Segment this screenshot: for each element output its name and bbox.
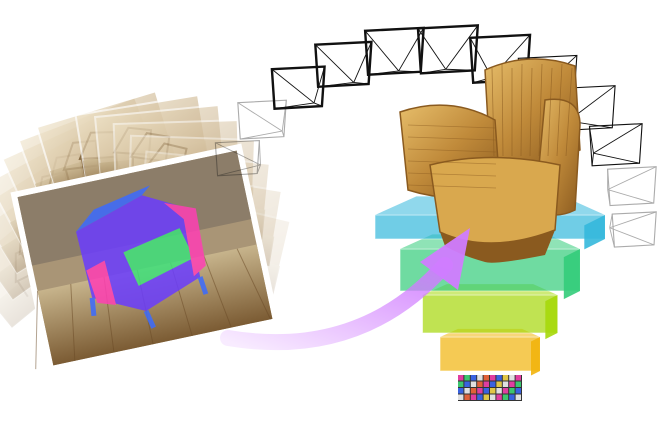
pyramid-layer-base (458, 375, 522, 401)
camera-frustum (588, 123, 643, 167)
reconstructed-chair (399, 58, 581, 263)
camera-frustum (214, 139, 261, 177)
input-photo-stack (0, 89, 292, 373)
camera-frustum (363, 26, 425, 76)
camera-frustum (607, 166, 657, 207)
pyramid-layer-third (422, 284, 558, 340)
segmentation-overlay (76, 185, 209, 329)
camera-frustum (416, 24, 480, 75)
camera-frustum (237, 99, 287, 140)
lift-arrow (220, 228, 470, 351)
camera-trajectory (214, 24, 657, 248)
camera-frustum (314, 40, 373, 89)
pyramid-layer-fourth (439, 328, 541, 376)
camera-frustum (609, 211, 657, 248)
key-input-photo (10, 143, 280, 373)
camera-frustum (270, 65, 326, 110)
